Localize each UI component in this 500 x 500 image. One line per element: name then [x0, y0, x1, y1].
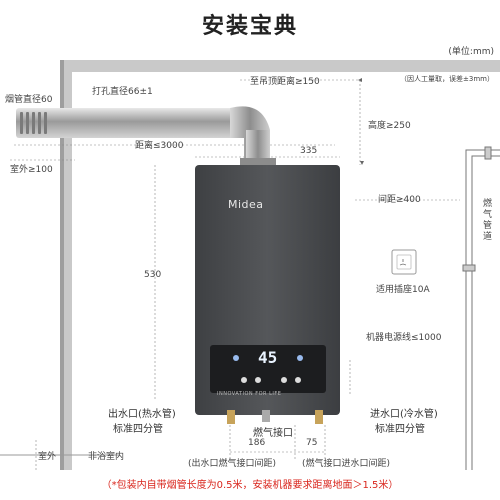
- ceiling: [60, 60, 500, 72]
- not-bathroom-label: 非浴室内: [88, 452, 125, 462]
- ceiling-distance-label: 至吊顶距离≥150: [250, 77, 320, 87]
- gas-pipe-label: 燃气管道: [481, 198, 491, 242]
- flue-vents: [20, 112, 47, 134]
- unit-label: (单位:mm): [448, 47, 494, 57]
- outdoor-wall-label: 室外: [38, 452, 57, 462]
- cold-inlet-label: 进水口(冷水管): [370, 409, 438, 420]
- height-label: 高度≥250: [368, 121, 411, 131]
- cold-water-pipe: [315, 410, 323, 424]
- flue-pipe: [16, 106, 276, 166]
- water-heater: [195, 165, 340, 424]
- gas-pipeline: [462, 146, 500, 470]
- panel-btn-2: [255, 377, 261, 383]
- power-cord-label: 机器电源线≤1000: [366, 333, 442, 343]
- dim-75: 75: [306, 438, 318, 448]
- gas-inlet-pipe: [262, 410, 270, 422]
- height-value-label: 530: [144, 270, 162, 280]
- page-title: 安装宝典: [201, 14, 298, 39]
- arrows: [358, 78, 364, 165]
- arrowheads: [358, 78, 364, 165]
- hot-spec-label: 标准四分管: [113, 424, 163, 435]
- panel-btn-4: [295, 377, 301, 383]
- walls: [0, 60, 500, 470]
- hot-water-pipe: [227, 410, 235, 424]
- spacing-label: 间距≥400: [378, 195, 421, 205]
- distance-label: 距离≤3000: [135, 141, 184, 151]
- socket-plate: [391, 249, 417, 275]
- brand-logo: Midea: [228, 198, 264, 211]
- drill-diameter-label: 打孔直径66±1: [92, 87, 153, 97]
- gas-pipe-joint: [484, 146, 492, 160]
- flue-horizontal: [16, 108, 240, 138]
- socket: [391, 249, 417, 275]
- socket-holes: [399, 259, 407, 266]
- display-readout: 45: [258, 348, 278, 367]
- panel-btn-3: [281, 377, 287, 383]
- dimension-lines: [10, 79, 460, 470]
- bottom-note: （*包装内自带烟管长度为0.5米，安装机器要求距离地面＞1.5米）: [101, 480, 399, 491]
- hot-outlet-label: 出水口(热水管): [108, 409, 176, 420]
- flue-diameter-label: 烟管直径60: [5, 95, 53, 105]
- flue-collar: [240, 158, 276, 166]
- note-left-label: (出水口燃气接口间距): [188, 459, 277, 469]
- panel-icon-right: [297, 355, 303, 361]
- gas-pipe-joint-2: [462, 264, 476, 272]
- tolerance-note: （因人工量取，误差±3mm）: [400, 75, 494, 83]
- left-wall-edge: [60, 60, 64, 470]
- cold-spec-label: 标准四分管: [375, 424, 425, 435]
- socket-label: 适用插座10A: [376, 285, 430, 295]
- note-right-label: (燃气接口进水口间距): [302, 459, 391, 469]
- panel-icon-left: [233, 355, 239, 361]
- panel-btn-1: [241, 377, 247, 383]
- slogan-text: INNOVATION FOR LIFE: [217, 391, 282, 397]
- width-label: 335: [300, 146, 318, 156]
- outdoor-label: 室外≥100: [10, 165, 53, 175]
- socket-face: [396, 254, 412, 270]
- gas-inlet-label: 燃气接口: [253, 428, 293, 439]
- dim-186: 186: [248, 438, 266, 448]
